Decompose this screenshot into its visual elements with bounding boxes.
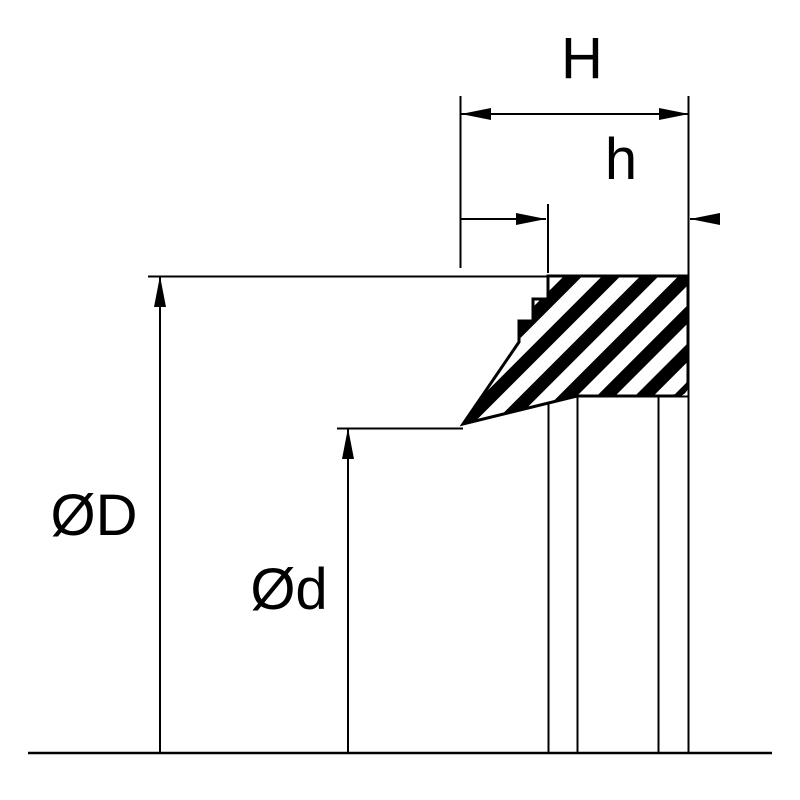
arrowhead-OD-up-icon (154, 276, 166, 307)
arrowhead-Od-up-icon (342, 428, 354, 459)
arrowhead-H-left-icon (461, 108, 491, 120)
arrowhead-h-left-icon (516, 213, 546, 225)
dimension-h-label: h (605, 127, 637, 192)
arrowhead-h-right-icon (690, 213, 720, 225)
dimension-OD-label: ØD (51, 483, 138, 548)
dimension-H-label: H (561, 26, 603, 91)
arrowhead-H-right-icon (659, 108, 689, 120)
dimension-Od-label: Ød (250, 557, 327, 622)
seal-cross-section (459, 274, 690, 427)
